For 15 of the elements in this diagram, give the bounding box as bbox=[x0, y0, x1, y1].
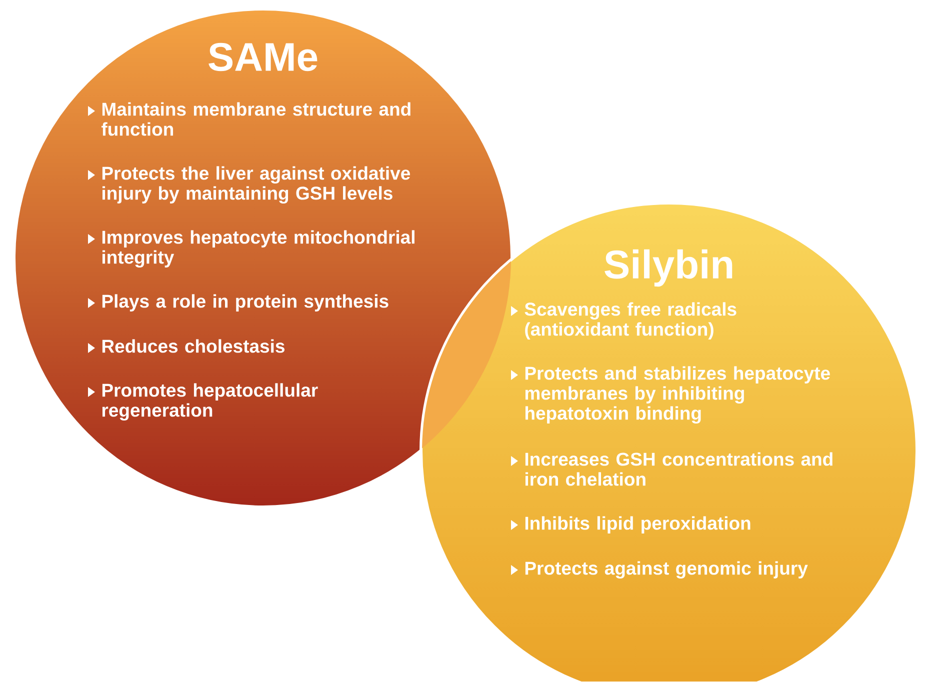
circle bbox=[12, 8, 514, 508]
bullet-text: Plays a role in protein synthesis bbox=[102, 294, 388, 312]
bullet-text: Promotes hepatocellular regeneration bbox=[102, 383, 318, 421]
bullet-text: Reduces cholestasis bbox=[102, 339, 284, 353]
bullet-text: Protects against genomic injury bbox=[525, 561, 808, 579]
bullet-text: Improves hepatocyte mitochondrial integrity bbox=[102, 230, 414, 268]
bullet-text: Maintains membrane structure and function bbox=[102, 102, 410, 136]
bullet-text: Increases GSH concentrations and iron chelation bbox=[525, 452, 832, 486]
circle bbox=[420, 202, 919, 682]
heading: SAMe bbox=[208, 42, 318, 72]
bullet-text: Protects the liver against oxidative injury by maintaining GSH levels bbox=[102, 166, 410, 204]
bullet-text: Protects and stabilizes hepatocyte membranes by inhibiting hepatotoxin binding bbox=[525, 366, 830, 424]
heading: Silybin bbox=[604, 249, 732, 287]
bullet-text: Inhibits lipid peroxidation bbox=[525, 516, 750, 534]
bullet-text: Scavenges free radicals (antioxidant function) bbox=[524, 302, 736, 340]
